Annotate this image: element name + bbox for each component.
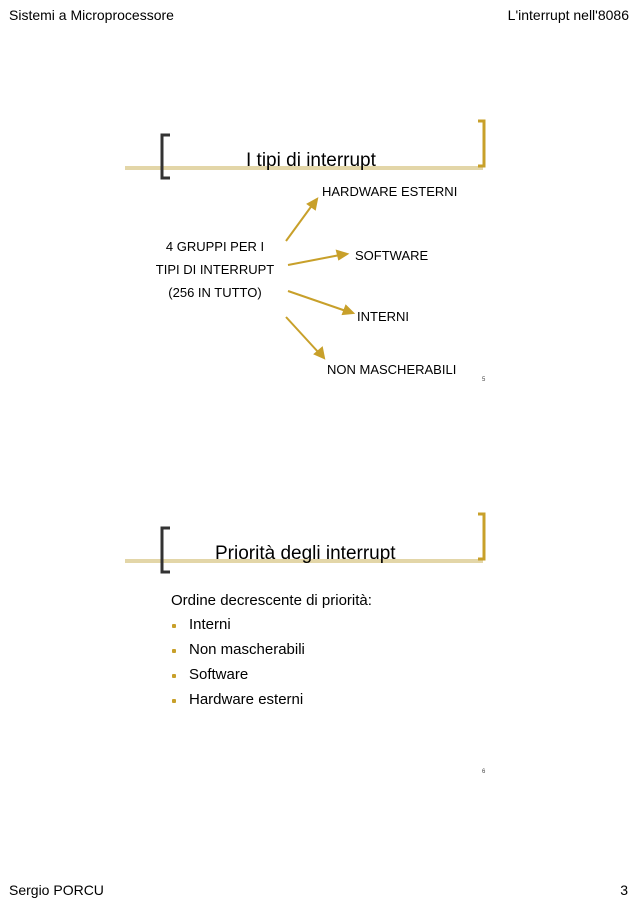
arrow-interni-head (341, 304, 356, 316)
arrow-software-head (335, 249, 350, 261)
priority-item-2: Non mascherabili (189, 641, 305, 658)
source-line-1: 4 GRUPPI PER I (165, 239, 265, 254)
slide2-page-number: 6 (482, 769, 486, 775)
slide2-underline-bar (125, 559, 483, 563)
slide1-title: I tipi di interrupt (246, 150, 376, 171)
bullet-icon (172, 649, 176, 653)
source-line-3: (256 IN TUTTO) (168, 285, 262, 300)
priority-item-1: Interni (189, 616, 231, 633)
footer-author: Sergio PORCU (9, 882, 104, 898)
slide1-right-bracket (478, 119, 486, 168)
arrow-software (287, 254, 341, 266)
header-right: L'interrupt nell'8086 (507, 7, 629, 23)
slide2-left-bracket (160, 526, 170, 574)
target-hardware-esterni: HARDWARE ESTERNI (322, 184, 458, 199)
slide1-left-bracket (160, 133, 170, 180)
bullet-icon (172, 674, 176, 678)
bullet-icon (172, 624, 176, 628)
slide2-title: Priorità degli interrupt (215, 543, 396, 564)
priority-intro: Ordine decrescente di priorità: (171, 592, 372, 609)
bullet-icon (172, 699, 176, 703)
arrow-nonmasch-head (313, 346, 326, 360)
source-line-2: TIPI DI INTERRUPT (155, 262, 275, 277)
arrow-hardware-head (306, 197, 319, 211)
priority-item-3: Software (189, 666, 249, 683)
header-left: Sistemi a Microprocessore (9, 7, 174, 23)
priority-item-4: Hardware esterni (189, 691, 304, 708)
target-interni: INTERNI (357, 309, 409, 324)
arrow-nonmasch (285, 316, 320, 354)
footer-page-number: 3 (620, 882, 628, 898)
slide1-decorations (125, 119, 486, 180)
target-software: SOFTWARE (355, 248, 429, 263)
target-non-mascherabili: NON MASCHERABILI (327, 362, 457, 377)
slide1-page-number: 5 (482, 377, 486, 383)
slide2-decorations (125, 512, 486, 574)
arrow-hardware (285, 203, 314, 242)
slide2-right-bracket (478, 512, 486, 561)
arrow-interni (287, 290, 347, 312)
slide1-underline-bar (125, 166, 483, 170)
